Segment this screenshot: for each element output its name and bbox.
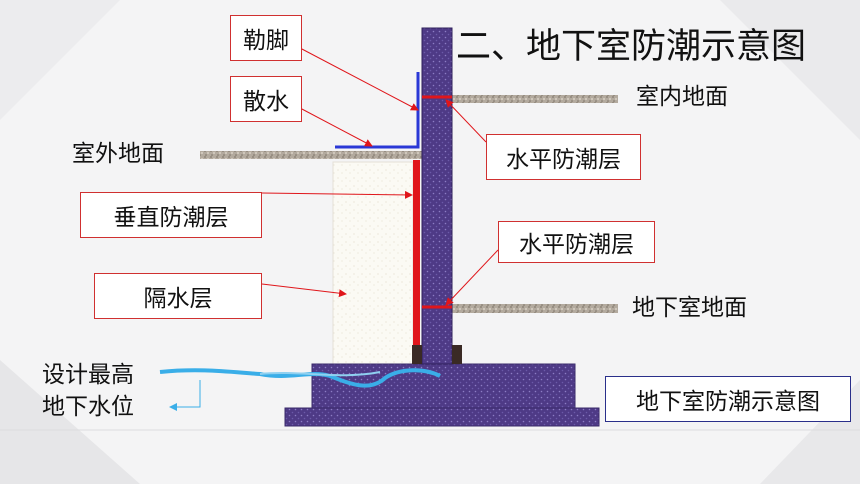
- label-water-level-line2: 地下水位: [42, 394, 134, 420]
- footing-left: [412, 345, 422, 364]
- label-indoor-ground: 室内地面: [636, 84, 728, 110]
- label-plinth: 勒脚: [230, 15, 302, 61]
- label-vertical-damp: 垂直防潮层: [80, 192, 262, 238]
- basement-floor: [452, 304, 618, 313]
- apron-and-plinth: [335, 72, 420, 149]
- footing-right: [452, 345, 462, 364]
- label-basement-floor: 地下室地面: [632, 295, 747, 321]
- label-horizontal-damp-lower: 水平防潮层: [498, 221, 655, 263]
- label-isolation-layer: 隔水层: [94, 273, 262, 319]
- vertical-damp-layer: [413, 160, 420, 345]
- page-title: 二、地下室防潮示意图: [456, 27, 807, 67]
- label-apron: 散水: [230, 76, 302, 122]
- label-horizontal-damp-upper: 水平防潮层: [486, 134, 641, 180]
- foundation-bottom: [284, 407, 600, 427]
- label-water-level-line1: 设计最高: [42, 362, 134, 388]
- indoor-ground: [452, 95, 618, 103]
- wall: [421, 27, 453, 365]
- label-outdoor-ground: 室外地面: [72, 141, 164, 167]
- outdoor-ground: [200, 151, 422, 159]
- leader-lines: [261, 47, 499, 306]
- water-wave-icon: [159, 368, 441, 411]
- caption-box: 地下室防潮示意图: [605, 376, 851, 422]
- foundation-middle: [311, 363, 576, 409]
- isolation-layer: [332, 161, 414, 365]
